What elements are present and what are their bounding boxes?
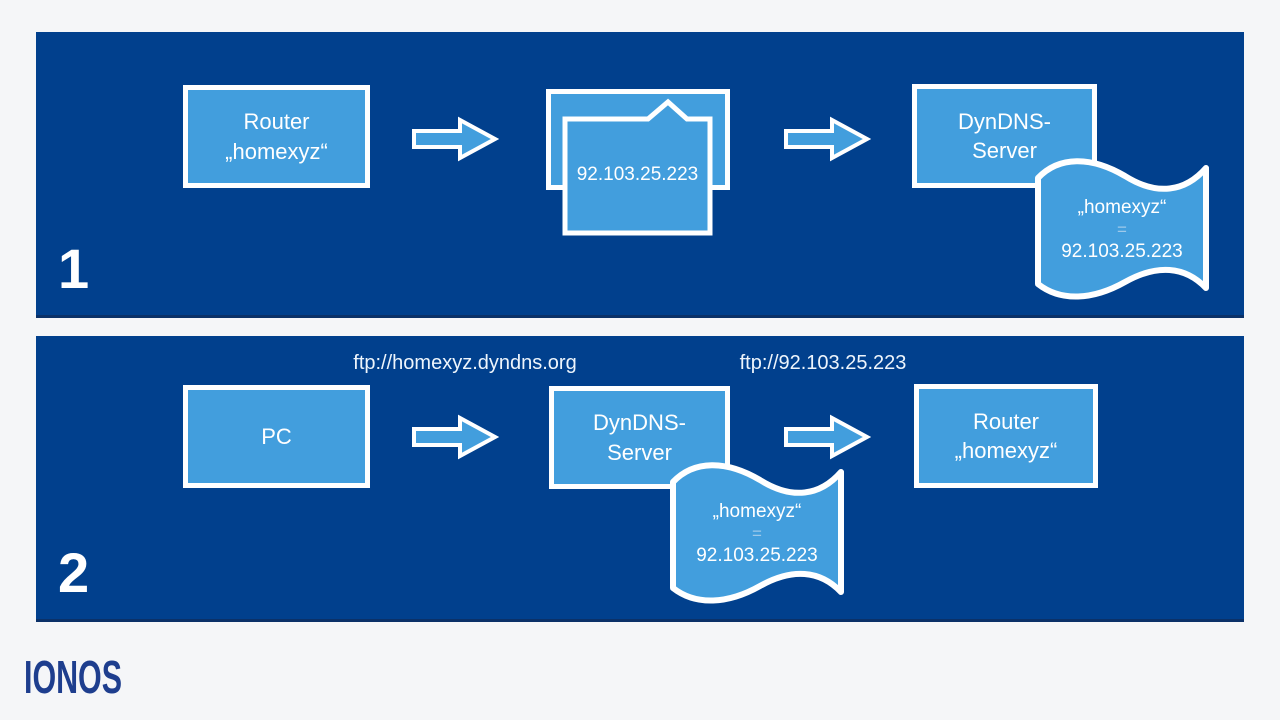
flag-banner-icon <box>670 462 844 604</box>
dyndns-box-step1-line1: DynDNS- <box>958 108 1051 134</box>
ionos-logo: IONOS <box>24 658 122 700</box>
url-domain-label: ftp://homexyz.dyndns.org <box>353 352 577 374</box>
dyndns-box-step1-line2: Server <box>972 138 1037 163</box>
step-1-number: 1 <box>58 237 90 300</box>
router-box-step1-line2: „homexyz“ <box>225 138 328 164</box>
flag-mapping-step1: „homexyz“ = 92.103.25.223 <box>1031 197 1213 263</box>
router-box-step1-line1: Router <box>243 109 310 135</box>
arrow-right-icon <box>784 414 871 460</box>
url-ip-label: ftp://92.103.25.223 <box>739 352 907 374</box>
router-box-step2-line1: Router <box>972 408 1040 434</box>
router-box-step2-line2: „homexyz“ <box>954 438 1058 463</box>
flag-banner-icon <box>1035 158 1209 300</box>
ip-message-icon <box>562 98 713 236</box>
router-box-step2: Router „homexyz“ <box>914 384 1098 488</box>
arrow-right-icon <box>412 414 499 460</box>
flag-step1-equals: = <box>1117 220 1127 239</box>
flag-step2-equals: = <box>752 524 762 543</box>
pc-box: PC <box>183 385 370 488</box>
router-box-step1: Router „homexyz“ <box>183 85 370 188</box>
flag-step2-ip: 92.103.25.223 <box>696 545 818 566</box>
pc-box-label: PC <box>261 423 292 449</box>
panel-step-2: 2 ftp://homexyz.dyndns.org ftp://92.103.… <box>36 336 1244 622</box>
flag-step1-name: „homexyz“ <box>1077 197 1167 218</box>
step-2-number: 2 <box>58 541 90 604</box>
panel-step-1: 1 Router „homexyz“ 92.103.25.223 DynDNS-… <box>36 32 1244 318</box>
arrow-right-icon <box>784 116 871 162</box>
flag-mapping-step2: „homexyz“ = 92.103.25.223 <box>666 501 848 567</box>
ionos-logo-text: IONOS <box>24 658 122 700</box>
flag-step1-ip: 92.103.25.223 <box>1061 241 1183 262</box>
dyndns-box-step2-line1: DynDNS- <box>593 410 686 436</box>
ip-message-text: 92.103.25.223 <box>576 164 699 185</box>
flag-step2-name: „homexyz“ <box>712 501 802 522</box>
dyndns-box-step2-line2: Server <box>607 439 672 465</box>
arrow-right-icon <box>412 116 499 162</box>
